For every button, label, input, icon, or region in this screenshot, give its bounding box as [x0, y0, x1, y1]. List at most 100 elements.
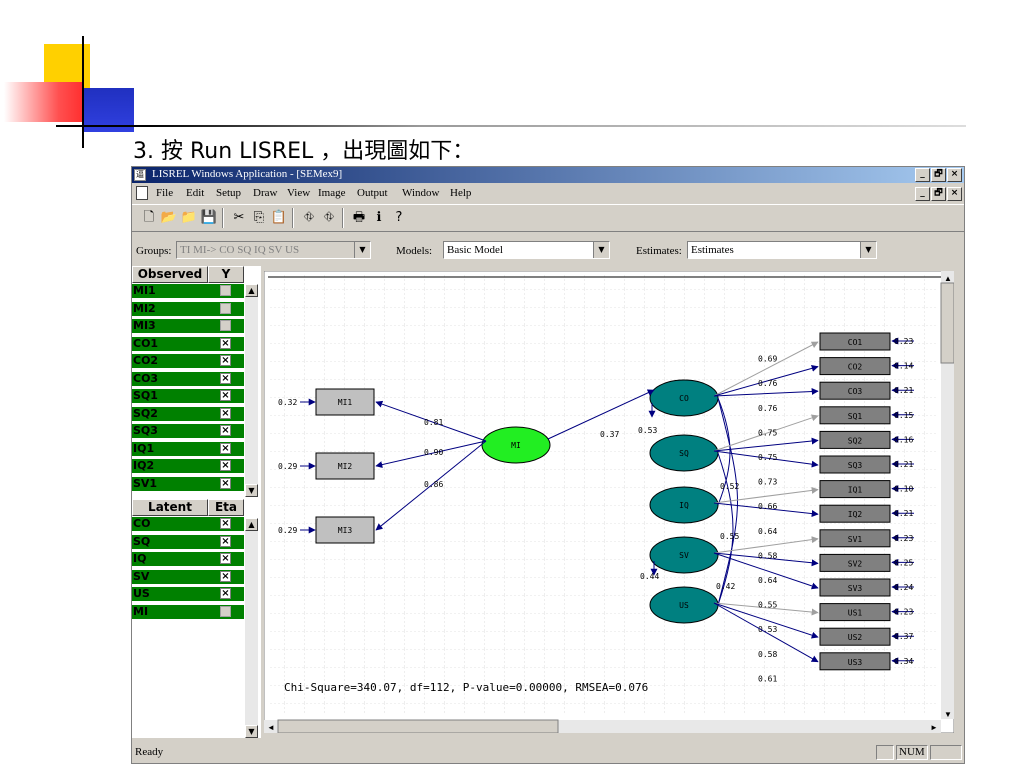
observed-variable-checkbox[interactable]: ×	[220, 355, 231, 366]
chevron-down-icon[interactable]: ▼	[860, 242, 876, 258]
latent-variable-checkbox[interactable]: ×	[220, 518, 231, 529]
mdi-maximize-button[interactable]: 🗗	[931, 187, 946, 201]
models-dropdown[interactable]: Basic Model ▼	[443, 241, 610, 259]
menu-file[interactable]: File	[156, 187, 174, 199]
menu-edit[interactable]: Edit	[186, 187, 205, 199]
indicator-box[interactable]	[315, 452, 375, 480]
indicator-box[interactable]	[819, 603, 891, 622]
observed-variable-checkbox[interactable]	[220, 320, 231, 331]
indicator-box[interactable]	[819, 627, 891, 646]
indicator-box[interactable]	[819, 652, 891, 671]
latent-variable-checkbox[interactable]: ×	[220, 553, 231, 564]
mdi-minimize-button[interactable]: _	[915, 187, 930, 201]
latent-node-sv[interactable]	[649, 536, 719, 574]
menu-window[interactable]: Window	[402, 187, 440, 199]
indicator-box[interactable]	[819, 381, 891, 400]
diagram-hscroll-thumb[interactable]	[277, 719, 559, 733]
latent-variable-row[interactable]: IQ×	[132, 552, 244, 566]
observed-variable-row[interactable]: CO2×	[132, 354, 244, 368]
print-icon[interactable]: 🖶	[352, 210, 366, 225]
observed-scrollbar[interactable]: ▲ ▼	[245, 284, 258, 497]
scroll-left-icon[interactable]: ◄	[267, 723, 275, 732]
scroll-up-icon[interactable]: ▲	[245, 284, 258, 297]
path-diagram-alt-icon[interactable]: ⛗	[323, 210, 335, 225]
menu-view[interactable]: View	[287, 187, 311, 199]
observed-variable-checkbox[interactable]	[220, 302, 231, 314]
estimates-dropdown[interactable]: Estimates ▼	[687, 241, 877, 259]
observed-variable-row[interactable]: CO1×	[132, 336, 244, 351]
latent-variable-row[interactable]: US×	[132, 587, 244, 601]
observed-variable-row[interactable]: SQ3×	[132, 424, 244, 438]
latent-variable-row[interactable]: CO×	[132, 517, 244, 531]
latent-variable-row[interactable]: SQ×	[132, 534, 244, 549]
observed-variable-checkbox[interactable]: ×	[220, 477, 231, 489]
latent-scrollbar[interactable]: ▲ ▼	[245, 518, 258, 738]
menu-setup[interactable]: Setup	[216, 187, 242, 199]
indicator-box[interactable]	[315, 388, 375, 416]
observed-variable-row[interactable]: IQ2×	[132, 459, 244, 473]
indicator-box[interactable]	[819, 553, 891, 572]
title-bar[interactable]: 逼 LISREL Windows Application - [SEMex9] …	[132, 167, 964, 183]
open-folder-icon[interactable]: 📂	[160, 210, 178, 225]
new-document-icon[interactable]: 🗋	[143, 210, 155, 225]
observed-variable-checkbox[interactable]: ×	[220, 372, 231, 384]
observed-variable-checkbox[interactable]: ×	[220, 460, 231, 471]
cut-scissors-icon[interactable]: ✂	[233, 210, 245, 225]
groups-dropdown[interactable]: TI MI-> CO SQ IQ SV US ▼	[176, 241, 371, 259]
observed-variable-checkbox[interactable]: ×	[220, 407, 231, 419]
observed-variable-row[interactable]: MI1	[132, 284, 244, 298]
scroll-right-icon[interactable]: ►	[930, 723, 938, 732]
menu-draw[interactable]: Draw	[253, 187, 278, 199]
indicator-box[interactable]	[819, 357, 891, 376]
copy-icon[interactable]: ⎘	[253, 210, 265, 225]
save-disk-icon[interactable]: 💾	[200, 210, 218, 225]
indicator-box[interactable]	[315, 516, 375, 544]
menu-output[interactable]: Output	[357, 187, 388, 199]
chevron-down-icon[interactable]: ▼	[354, 242, 370, 258]
latent-variable-checkbox[interactable]: ×	[220, 535, 231, 547]
latent-variable-row[interactable]: SV×	[132, 569, 244, 584]
scroll-up-icon[interactable]: ▲	[245, 518, 258, 531]
indicator-box[interactable]	[819, 529, 891, 548]
observed-variable-row[interactable]: MI3	[132, 319, 244, 333]
maximize-button[interactable]: 🗗	[931, 168, 946, 182]
latent-variable-checkbox[interactable]: ×	[220, 570, 231, 582]
indicator-box[interactable]	[819, 455, 891, 474]
indicator-box[interactable]	[819, 504, 891, 523]
menu-image[interactable]: Image	[318, 187, 346, 199]
scroll-down-icon[interactable]: ▼	[944, 710, 952, 719]
scroll-down-icon[interactable]: ▼	[245, 484, 258, 497]
observed-variable-row[interactable]: SQ1×	[132, 389, 244, 403]
indicator-box[interactable]	[819, 332, 891, 351]
close-button[interactable]: ×	[947, 168, 962, 182]
paste-icon[interactable]: 📋	[270, 210, 288, 225]
observed-variable-row[interactable]: SV1×	[132, 476, 244, 491]
path-diagram-icon[interactable]: ⛗	[303, 210, 315, 225]
indicator-box[interactable]	[819, 578, 891, 597]
path-diagram-canvas[interactable]: ▲ ▼ ◄ ► MIMI10.32MI20.29MI30.290.810.900…	[264, 271, 954, 733]
chevron-down-icon[interactable]: ▼	[593, 242, 609, 258]
observed-variable-checkbox[interactable]: ×	[220, 390, 231, 401]
diagram-vscroll-thumb[interactable]	[940, 282, 954, 364]
observed-variable-checkbox[interactable]: ×	[220, 442, 231, 454]
indicator-box[interactable]	[819, 430, 891, 449]
latent-variable-checkbox[interactable]: ×	[220, 588, 231, 599]
latent-node-mi[interactable]	[481, 426, 551, 464]
mdi-close-button[interactable]: ×	[947, 187, 962, 201]
observed-variable-row[interactable]: SQ2×	[132, 406, 244, 421]
observed-variable-checkbox[interactable]	[220, 285, 231, 296]
observed-variable-row[interactable]: MI2	[132, 301, 244, 316]
observed-variable-checkbox[interactable]: ×	[220, 337, 231, 349]
help-question-icon[interactable]: ?	[395, 210, 403, 225]
app-icon[interactable]: 逼	[134, 169, 146, 181]
indicator-box[interactable]	[819, 406, 891, 425]
diagram-vertical-scrollbar[interactable]	[941, 271, 954, 719]
observed-variable-row[interactable]: IQ1×	[132, 441, 244, 456]
observed-variable-checkbox[interactable]: ×	[220, 425, 231, 436]
observed-variable-row[interactable]: CO3×	[132, 371, 244, 386]
open-path-icon[interactable]: 📁	[180, 210, 198, 225]
scroll-up-icon[interactable]: ▲	[944, 274, 952, 283]
menu-help[interactable]: Help	[450, 187, 472, 199]
latent-variable-row[interactable]: MI	[132, 604, 244, 619]
document-icon[interactable]	[136, 186, 148, 200]
